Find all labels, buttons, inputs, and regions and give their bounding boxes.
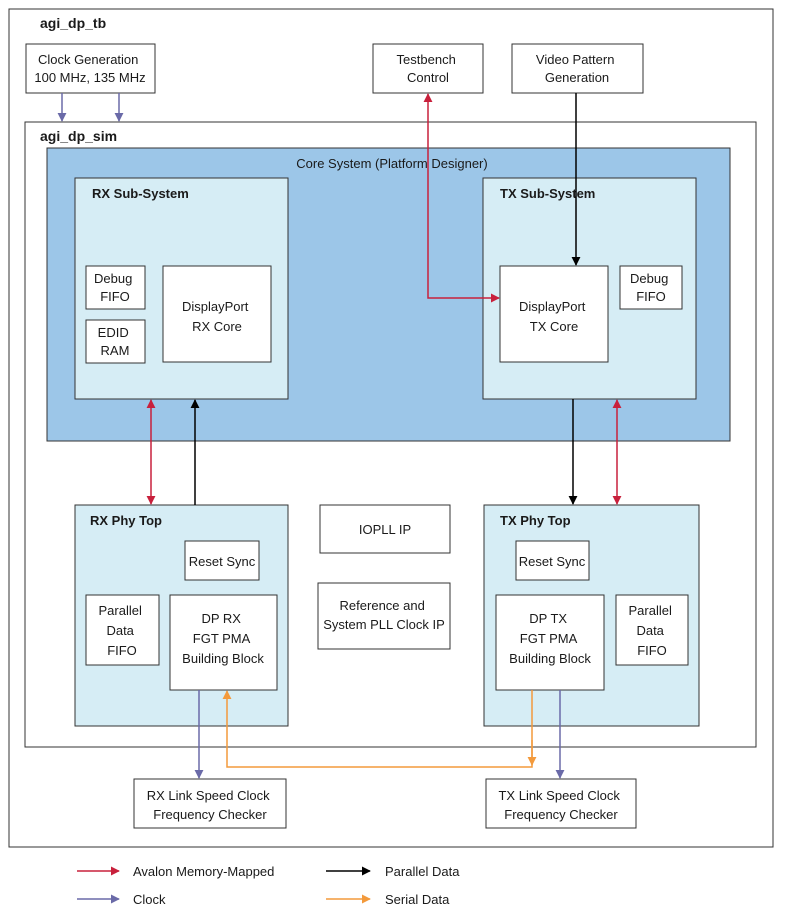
rx-reset-sync-label: Reset Sync	[189, 554, 256, 569]
tx-reset-sync-label: Reset Sync	[519, 554, 586, 569]
rx-subsystem-label: RX Sub-System	[92, 186, 189, 201]
tx-subsystem-label: TX Sub-System	[500, 186, 595, 201]
legend-serial-label: Serial Data	[385, 892, 450, 907]
sim-label: agi_dp_sim	[40, 128, 117, 144]
video-pattern-label: Video Pattern Generation	[536, 52, 618, 85]
tx-checker-box	[485, 778, 637, 829]
serial-loop-to-rx	[222, 690, 533, 768]
clock-generation-box	[25, 43, 156, 94]
legend-avalon-label: Avalon Memory-Mapped	[133, 864, 274, 879]
rx-parallel-fifo-label: Parallel Data FIFO	[99, 603, 146, 658]
rx-core-label: DisplayPort RX Core	[182, 299, 252, 334]
ref-pll-box	[317, 582, 451, 650]
tb-label: agi_dp_tb	[40, 15, 106, 31]
rx-pma-label: DP RX FGT PMA Building Block	[182, 611, 264, 666]
testbench-control-label: Testbench Control	[397, 52, 460, 85]
iopll-label: IOPLL IP	[359, 522, 411, 537]
tx-debug-fifo-label: Debug FIFO	[630, 271, 672, 304]
rx-debug-fifo-label: Debug FIFO	[94, 271, 136, 304]
testbench-control-box	[372, 43, 484, 94]
iopll-box	[319, 504, 451, 554]
rx-parallel-fifo-box	[85, 594, 160, 666]
video-pattern-box	[511, 43, 644, 94]
tx-core-label: DisplayPort TX Core	[519, 299, 589, 334]
tx-checker-label: TX Link Speed Clock Frequency Checker	[498, 788, 623, 822]
rx-core-box	[162, 265, 272, 363]
clock-generation-label: Clock Generation 100 MHz, 135 MHz	[34, 52, 145, 85]
rx-phy-top-label: RX Phy Top	[90, 513, 162, 528]
rx-checker-box	[133, 778, 287, 829]
rx-debug-fifo-box	[85, 265, 146, 310]
tx-debug-fifo-box	[619, 265, 683, 310]
tx-pma-label: DP TX FGT PMA Building Block	[509, 611, 591, 666]
tx-reset-sync-box	[515, 540, 590, 581]
legend-parallel-label: Parallel Data	[385, 864, 460, 879]
legend-clock-label: Clock	[133, 892, 166, 907]
tx-phy-top-label: TX Phy Top	[500, 513, 571, 528]
testbench-avalon-link	[423, 93, 500, 303]
core-system-label: Core System (Platform Designer)	[296, 156, 487, 171]
rx-edid-ram-label: EDID RAM	[98, 325, 133, 358]
rx-checker-label: RX Link Speed Clock Frequency Checker	[147, 788, 273, 822]
rx-pma-box	[169, 594, 278, 691]
tx-parallel-fifo-box	[615, 594, 689, 666]
tx-pma-box	[495, 594, 605, 691]
tx-core-box	[499, 265, 609, 363]
ref-pll-label: Reference and System PLL Clock IP	[323, 598, 445, 632]
tx-parallel-fifo-label: Parallel Data FIFO	[629, 603, 676, 658]
rx-reset-sync-box	[184, 540, 260, 581]
rx-edid-ram-box	[85, 319, 146, 364]
